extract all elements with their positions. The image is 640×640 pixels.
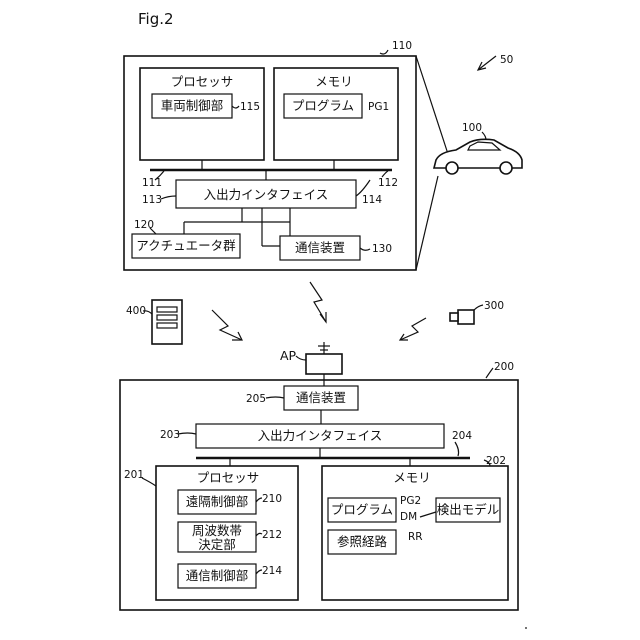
program-pg1-label: プログラム: [292, 98, 354, 113]
onboard-unit-ref: 110: [392, 40, 412, 52]
onboard-io-label: 入出力インタフェイス: [204, 187, 329, 202]
server-icon: [152, 300, 182, 344]
onboard-io-ref: 113: [142, 194, 162, 206]
remote-unit: 200 通信装置 205 入出力インタフェイス 203 204 プロセッサ 20…: [120, 361, 518, 610]
projection-line-bottom: [416, 176, 438, 270]
remote-memory-ref: 202: [486, 455, 506, 467]
camera-ref: 300: [484, 300, 504, 312]
program-pg1-ref: PG1: [368, 101, 389, 113]
vehicle-control-ref: 115: [240, 101, 260, 113]
remote-comm-label: 通信装置: [296, 390, 346, 405]
frequency-band-ref: 212: [262, 529, 282, 541]
reference-route-label: 参照経路: [337, 534, 388, 549]
detection-model-ref: DM: [400, 511, 417, 523]
remote-bus-ref: 204: [452, 430, 472, 442]
onboard-bus-ref: 114: [362, 194, 382, 206]
remote-processor-label: プロセッサ: [197, 470, 260, 485]
wireless-signal-left: [212, 310, 242, 340]
frequency-band-label-line2: 決定部: [198, 537, 236, 552]
camera-icon: [450, 310, 474, 324]
remote-io-ref: 203: [160, 429, 180, 441]
figure-title: Fig.2: [138, 10, 174, 28]
onboard-processor-ref: 111: [142, 177, 162, 189]
program-pg2-ref: PG2: [400, 495, 421, 507]
remote-unit-ref: 200: [494, 361, 514, 373]
remote-control-ref: 210: [262, 493, 282, 505]
remote-io-label: 入出力インタフェイス: [258, 428, 383, 443]
system-ref-label: 50: [500, 54, 513, 66]
onboard-unit: 110 プロセッサ 車両制御部 115 メモリ プログラム PG1 111 11…: [124, 40, 448, 270]
wireless-signal-top: [310, 282, 326, 322]
reference-route-ref: RR: [408, 531, 423, 543]
comm-control-ref: 214: [262, 565, 282, 577]
vehicle-icon: [434, 139, 522, 174]
vehicle-ref: 100: [462, 122, 482, 134]
onboard-memory-label: メモリ: [315, 74, 353, 89]
comm-control-label: 通信制御部: [186, 568, 249, 583]
access-point-label: AP: [280, 348, 297, 363]
onboard-processor-label: プロセッサ: [171, 74, 234, 89]
wireless-signal-right: [400, 318, 426, 340]
onboard-memory-ref: 112: [378, 177, 398, 189]
remote-control-label: 遠隔制御部: [186, 494, 249, 509]
vehicle-control-label: 車両制御部: [161, 98, 224, 113]
projection-line-top: [416, 56, 448, 154]
program-pg2-label: プログラム: [331, 502, 393, 517]
onboard-comm-ref: 130: [372, 243, 392, 255]
access-point-icon: [306, 342, 342, 374]
detection-model-label: 検出モデル: [437, 502, 500, 517]
actuators-label: アクチュエータ群: [136, 238, 236, 253]
onboard-comm-label: 通信装置: [295, 240, 345, 255]
system-ref-arrow: [478, 56, 496, 70]
corner-dot: [525, 627, 527, 629]
remote-comm-ref: 205: [246, 393, 266, 405]
remote-processor-ref: 201: [124, 469, 144, 481]
frequency-band-label-line1: 周波数帯: [192, 523, 242, 538]
remote-memory-label: メモリ: [393, 470, 431, 485]
